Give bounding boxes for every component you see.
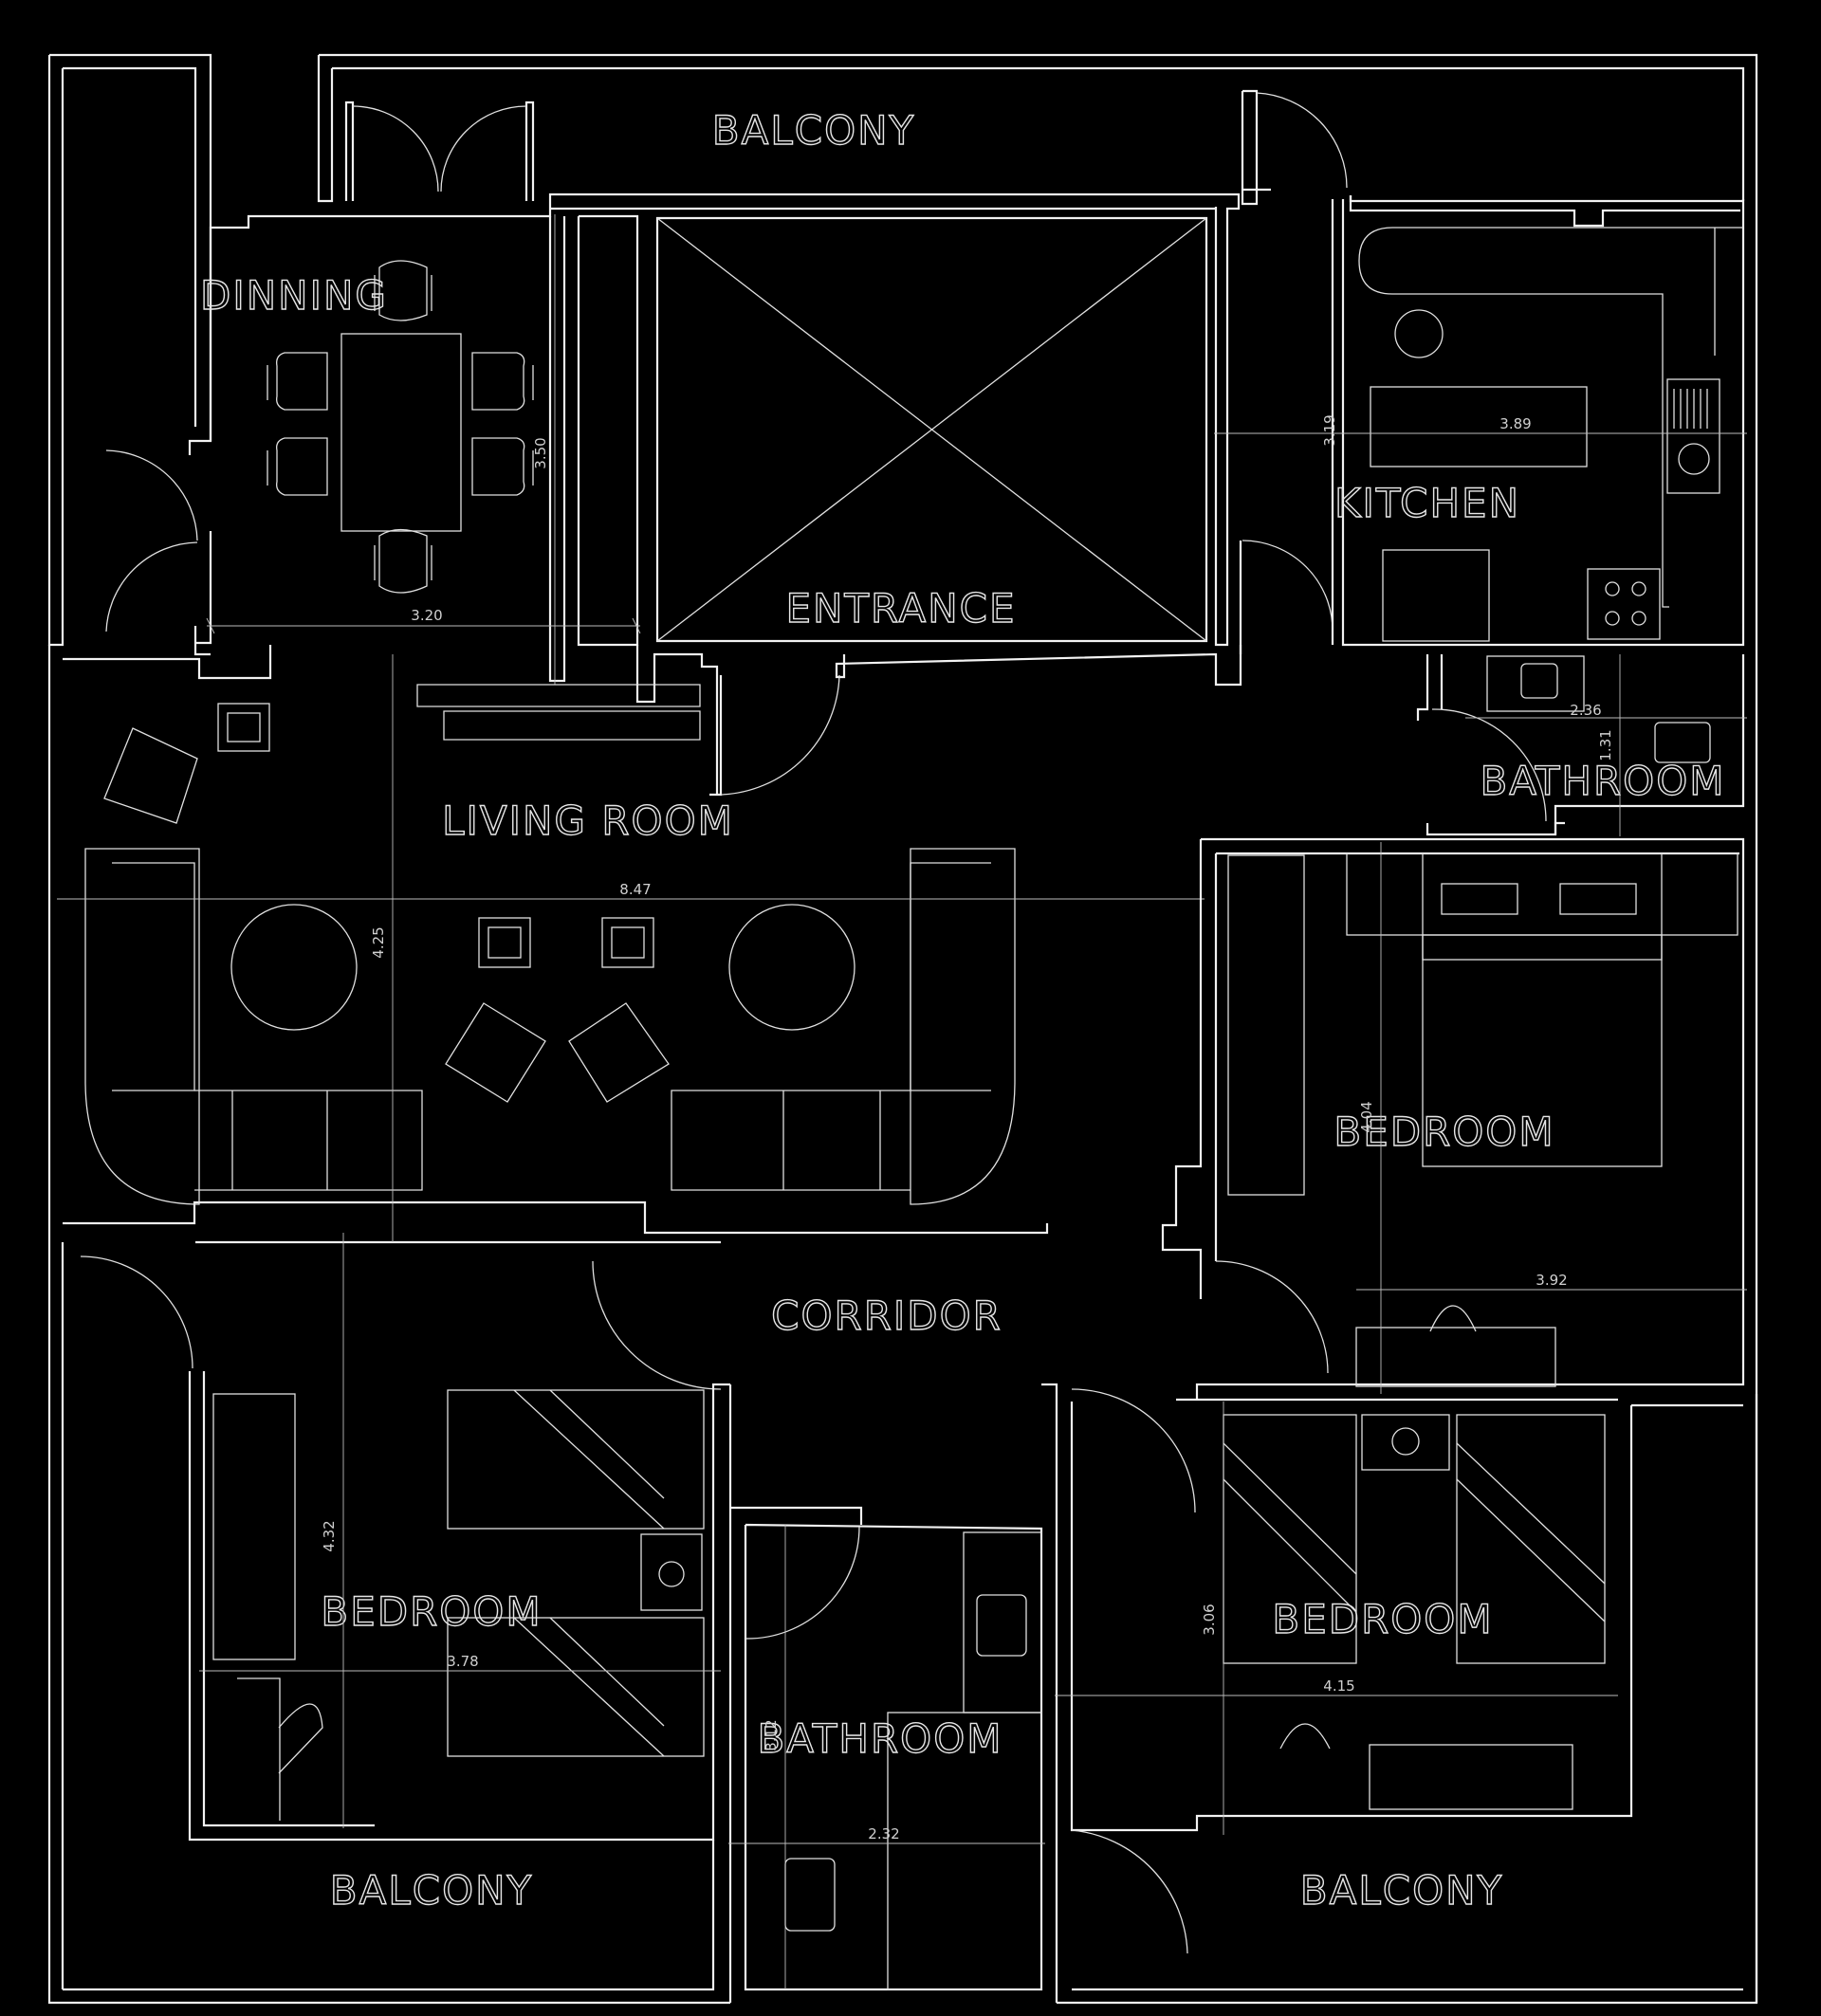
room-label-kitchen: KITCHEN	[1334, 480, 1520, 526]
master-bedroom: BEDROOM 3.92 4.04	[1161, 837, 1747, 1399]
bottom-balconies: BALCONY BALCONY	[63, 1403, 1743, 1991]
room-label-balcony-top: BALCONY	[712, 107, 915, 154]
living-room: LIVING ROOM 8.47 4.25	[57, 645, 1205, 1244]
dim-dining-width: 3.20	[411, 607, 442, 624]
dim-kitchen-width: 3.89	[1499, 415, 1531, 432]
left-bedroom: BEDROOM 3.78 4.32	[188, 1233, 730, 1842]
dim-left-bed-height: 4.32	[321, 1520, 338, 1551]
room-label-balcony-right: BALCONY	[1300, 1867, 1503, 1914]
right-bedroom: BEDROOM 4.15 3.06	[1041, 1383, 1633, 2003]
kitchen: KITCHEN 3.89 3.19	[1214, 199, 1747, 647]
dim-dining-height: 3.50	[532, 437, 549, 468]
dim-bath-small-height: 1.31	[1597, 729, 1614, 761]
outer-walls	[47, 53, 1758, 2005]
dim-bath-main-width: 2.32	[868, 1825, 899, 1842]
room-label-bedroom-master: BEDROOM	[1334, 1109, 1554, 1155]
dim-living-width: 8.47	[619, 881, 651, 898]
small-bathroom: BATHROOM 2.36 1.31	[1416, 654, 1747, 836]
room-label-entrance: ENTRANCE	[785, 585, 1016, 632]
room-label-balcony-left: BALCONY	[330, 1867, 533, 1914]
dim-right-bed-width: 4.15	[1323, 1677, 1354, 1695]
dim-kitchen-height: 3.19	[1321, 414, 1338, 446]
dim-bath-small-width: 2.36	[1570, 702, 1601, 719]
main-bathroom: BATHROOM 2.32 3.12	[728, 1384, 1045, 2003]
room-label-living-room: LIVING ROOM	[442, 797, 734, 844]
room-label-corridor: CORRIDOR	[771, 1292, 1002, 1339]
dim-bath-main-height: 3.12	[763, 1719, 780, 1750]
room-label-dinning: DINNING	[200, 272, 388, 319]
room-label-bedroom-right: BEDROOM	[1272, 1596, 1493, 1642]
dim-master-width: 3.92	[1536, 1272, 1567, 1289]
corridor: CORRIDOR	[80, 1255, 1002, 1390]
entrance: ENTRANCE	[635, 216, 1334, 797]
dining-room: DINNING 3.20 3.50	[105, 192, 1241, 685]
dim-living-height: 4.25	[370, 926, 387, 958]
room-label-bathroom-small: BATHROOM	[1480, 758, 1725, 804]
dim-right-bed-height: 3.06	[1201, 1604, 1218, 1635]
dim-master-height: 4.04	[1358, 1101, 1375, 1132]
top-balcony: BALCONY	[344, 89, 1743, 228]
dim-left-bed-width: 3.78	[447, 1653, 478, 1670]
room-label-bedroom-left: BEDROOM	[321, 1588, 542, 1635]
room-label-bathroom-main: BATHROOM	[757, 1715, 1002, 1762]
